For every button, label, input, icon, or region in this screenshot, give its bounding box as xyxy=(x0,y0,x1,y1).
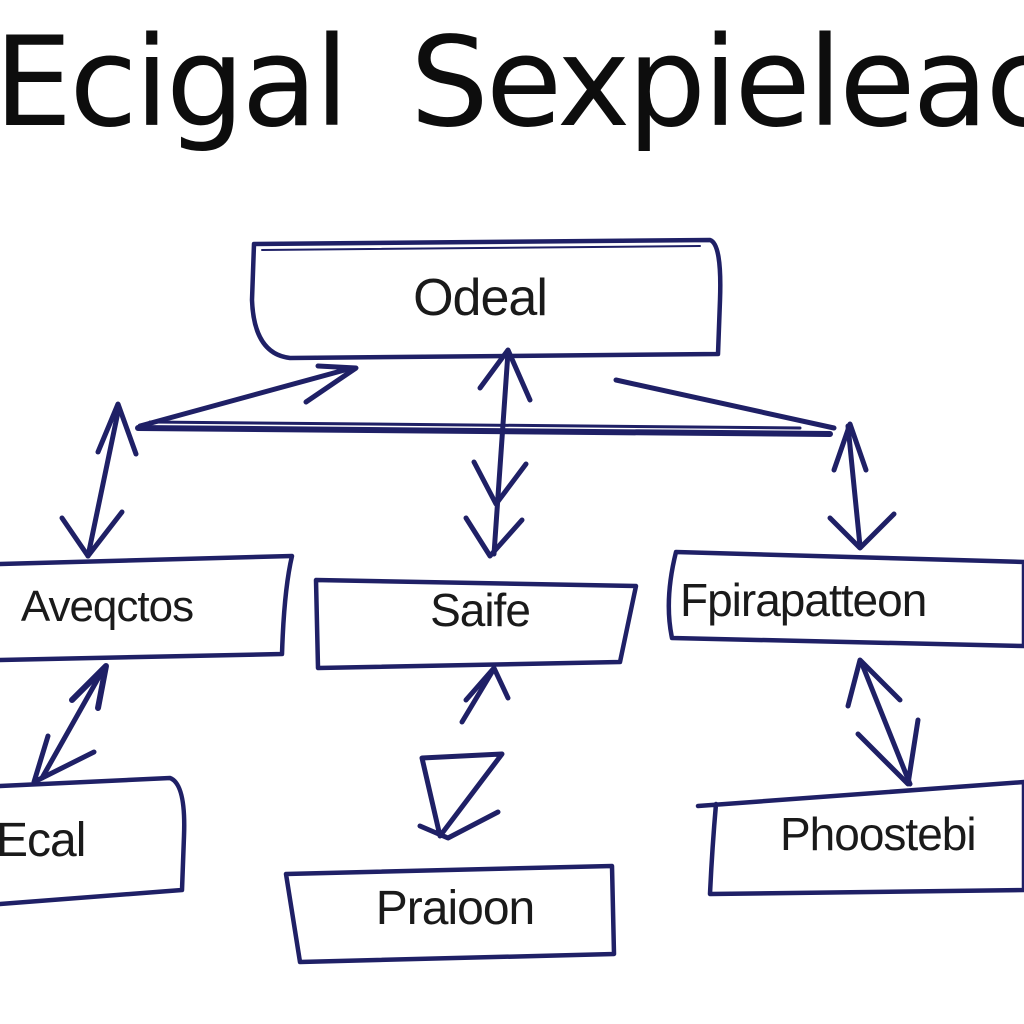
arrowhead-right-child-down xyxy=(855,717,921,787)
connector-bar-sketch xyxy=(148,420,802,430)
arrowhead-left-down xyxy=(59,509,125,559)
arrow-left-child xyxy=(39,665,107,781)
node-box-center xyxy=(313,577,639,671)
arrowhead-center-up xyxy=(463,665,511,703)
node-label-left-child: Ecal xyxy=(0,814,86,867)
node-label-right: Fpirapatteon xyxy=(680,574,927,626)
arrow-right-from-root xyxy=(613,377,837,431)
arrow-bar-left xyxy=(85,409,121,559)
arrowhead-right-child-up xyxy=(845,657,903,709)
diagram-title: Ecigal Sexpieleac xyxy=(0,8,1024,158)
arrow-center-up xyxy=(459,669,495,725)
node-label-left: Aveqctos xyxy=(20,582,194,631)
arrowhead-left-child-down xyxy=(31,733,97,785)
title-word-1: Ecigal xyxy=(0,11,349,155)
title-word-2: Sexpieleac xyxy=(410,11,1024,155)
arrow-root-center xyxy=(491,349,511,557)
connector-bar xyxy=(135,425,833,437)
node-label-root: Odeal xyxy=(413,269,548,327)
node-box-right-child xyxy=(695,779,1024,897)
node-box-left xyxy=(0,553,295,663)
node-box-root-sketch xyxy=(261,245,701,251)
arrowhead-right-up xyxy=(831,421,869,473)
arrowhead-right-down xyxy=(827,511,897,551)
arrowhead-left-up xyxy=(95,401,139,457)
node-box-center-child xyxy=(283,863,617,965)
arrow-bar-right xyxy=(845,423,863,549)
arrowhead-center-down-2 xyxy=(463,515,525,559)
arrowhead-left-to-root xyxy=(303,363,359,405)
arrowhead-root-up xyxy=(477,347,533,403)
arrowhead-left-child-up xyxy=(69,663,109,711)
node-box-left-child xyxy=(0,775,187,907)
arrowhead-center-down-1 xyxy=(471,459,529,507)
arrow-right-child xyxy=(859,661,913,787)
arrow-left-to-root xyxy=(137,365,355,429)
node-box-right xyxy=(666,549,1024,649)
node-label-center-child: Praioon xyxy=(375,882,535,935)
arrowhead-center-child xyxy=(417,751,505,841)
node-label-right-child: Phoostebi xyxy=(780,808,977,860)
node-label-center: Saife xyxy=(430,584,531,636)
